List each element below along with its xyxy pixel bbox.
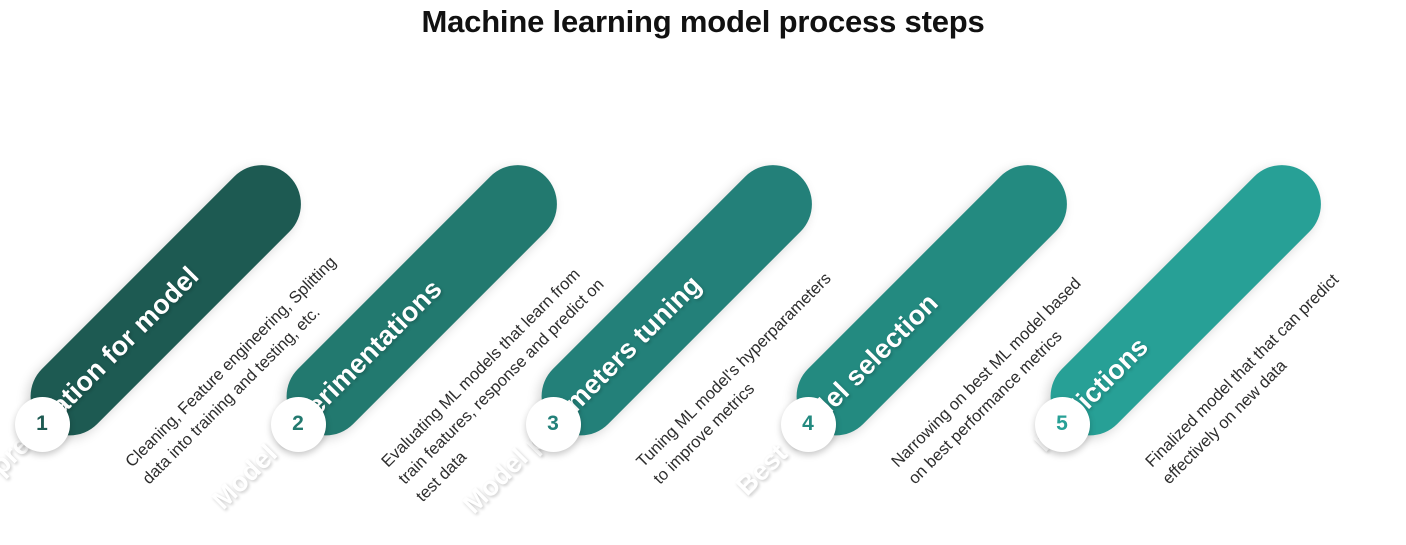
step-number: 5 — [1056, 412, 1068, 435]
step-number-badge[interactable]: 1 — [14, 396, 70, 452]
page-title: Machine learning model process steps — [421, 4, 985, 39]
step-number-badge[interactable]: 2 — [270, 396, 326, 452]
step-number: 2 — [292, 412, 304, 435]
step-number: 3 — [547, 412, 559, 435]
step-number: 1 — [36, 412, 48, 435]
infographic-canvas: Machine learning model process steps Dat… — [0, 4, 1343, 528]
step-number: 4 — [802, 412, 814, 435]
step-number-badge[interactable]: 3 — [525, 396, 581, 452]
step-number-badge[interactable]: 5 — [1034, 396, 1090, 452]
step-label: Data preparation for model — [0, 260, 205, 528]
step-number-badge[interactable]: 4 — [780, 396, 836, 452]
